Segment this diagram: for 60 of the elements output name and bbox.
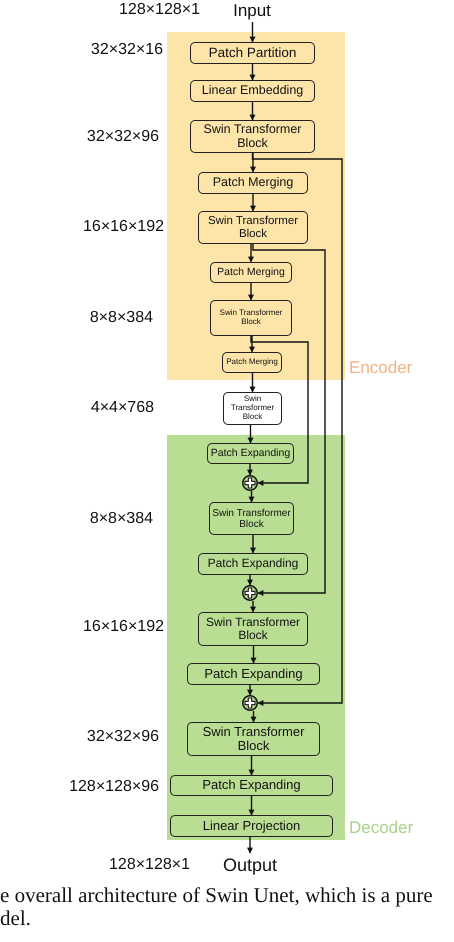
arrow: [250, 64, 256, 81]
layer-box: Patch Merging: [198, 172, 308, 194]
arrow: [250, 601, 256, 613]
layer-box: Linear Embedding: [190, 80, 315, 102]
arrow: [250, 535, 256, 554]
layer-box: Swin Transformer Block: [223, 392, 282, 425]
arrow: [250, 373, 256, 393]
layer-box: Patch Expanding: [170, 775, 333, 796]
arrow: [248, 283, 254, 301]
arrow: [248, 756, 254, 776]
dimension-label: 16×16×192: [83, 218, 164, 236]
arrow: [247, 685, 253, 696]
io-label: Output: [216, 853, 284, 877]
arrow: [250, 22, 256, 43]
dimension-label: 8×8×384: [90, 510, 153, 528]
layer-box: Swin Transformer Block: [198, 211, 308, 244]
arrow: [249, 336, 255, 353]
layer-box: Linear Projection: [170, 815, 333, 837]
arrow: [248, 244, 254, 263]
arrow: [252, 244, 326, 596]
layer-box: Swin Transformer Block: [187, 722, 320, 756]
io-label: Input: [226, 0, 278, 22]
layer-box: Patch Merging: [222, 352, 282, 373]
dimension-label: 128×128×1: [109, 856, 190, 874]
arrow: [250, 153, 256, 173]
layer-box: Patch Expanding: [198, 553, 308, 575]
arrow: [247, 837, 253, 854]
layer-box: Patch Partition: [190, 42, 315, 64]
arrow: [250, 336, 309, 486]
arrow: [248, 425, 254, 444]
arrow: [248, 491, 254, 503]
stage-label: Decoder: [349, 818, 414, 838]
dimension-label: 32×32×96: [86, 728, 159, 746]
arrow: [252, 152, 343, 706]
dimension-label: 128×128×96: [69, 778, 159, 796]
add-symbol: [242, 585, 258, 601]
dimension-label: 8×8×384: [90, 309, 153, 327]
add-symbol: [242, 695, 258, 711]
layer-box: Patch Merging: [210, 262, 292, 283]
arrow: [247, 575, 253, 586]
arrow: [250, 646, 256, 664]
add-symbol: [242, 475, 258, 491]
arrow: [247, 464, 253, 476]
layer-box: Swin Transformer Block: [210, 300, 292, 336]
layer-box: Patch Expanding: [207, 443, 294, 464]
stage-label: Encoder: [349, 358, 412, 378]
layer-box: Patch Expanding: [187, 663, 320, 685]
dimension-label: 32×32×96: [86, 128, 159, 146]
dimension-label: 128×128×1: [119, 1, 200, 19]
figure-caption: e overall architecture of Swin Unet, which is a pure del.: [0, 884, 434, 930]
dimension-label: 16×16×192: [83, 618, 164, 636]
dimension-label: 32×32×16: [90, 41, 163, 59]
layer-box: Swin Transformer Block: [209, 502, 294, 535]
dimension-label: 4×4×768: [90, 399, 154, 417]
layer-box: Swin Transformer Block: [190, 120, 315, 153]
layer-box: Swin Transformer Block: [198, 612, 308, 646]
arrow: [250, 711, 256, 723]
arrow: [250, 194, 256, 212]
arrow: [250, 102, 256, 121]
arrow: [248, 796, 254, 816]
